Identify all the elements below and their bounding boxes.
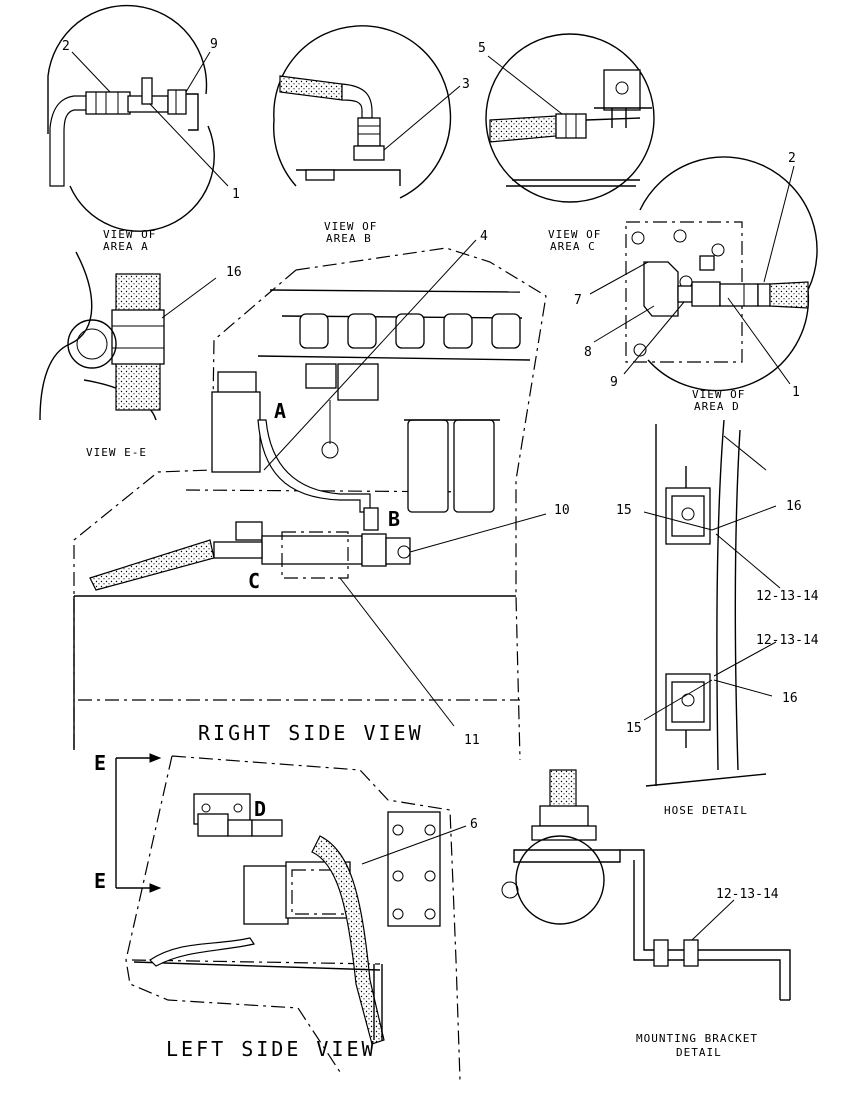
- callout-r-16: 16: [226, 265, 242, 280]
- right-side-view: A B C 4 10 11 RIGHT SIDE VIEW: [73, 229, 570, 761]
- fuel-filter-right: [453, 419, 495, 513]
- view-area-b: 3 VIEW OF AREA B: [272, 25, 470, 245]
- view-area-d-line1: VIEW OF: [692, 388, 745, 401]
- view-area-a-line2: AREA A: [103, 240, 149, 253]
- callout-h-15-bottom: 15: [626, 721, 642, 736]
- callout-h-121314-top: 12-13-14: [756, 589, 819, 604]
- injector-row: [299, 313, 521, 349]
- area-b-fitting: [357, 117, 381, 147]
- mounting-bracket-detail: 12-13-14 MOUNTING BRACKET DETAIL: [501, 769, 791, 1059]
- callout-d-7: 7: [574, 293, 582, 308]
- hose-detail: 15 16 12-13-14 12-13-14 16 15 HOSE DETAI…: [616, 419, 819, 817]
- view-area-c-line2: AREA C: [550, 240, 596, 253]
- area-letter-a: A: [274, 399, 286, 423]
- section-letter-e-top: E: [94, 751, 106, 775]
- callout-h-15-top: 15: [616, 503, 632, 518]
- callout-m-121314: 12-13-14: [716, 887, 779, 902]
- area-a-connector: [85, 91, 131, 115]
- left-frame-bracket: [387, 811, 441, 927]
- view-e-e: 16 VIEW E-E: [39, 251, 242, 459]
- view-area-a-line1: VIEW OF: [103, 228, 156, 241]
- mounting-bracket-caption-line1: MOUNTING BRACKET: [636, 1032, 758, 1045]
- callout-l-6: 6: [470, 817, 478, 832]
- view-area-a: 2 9 1 VIEW OF AREA A: [47, 4, 240, 253]
- callout-h-16-top: 16: [786, 499, 802, 514]
- hose-detail-caption: HOSE DETAIL: [664, 804, 748, 817]
- view-ee-caption: VIEW E-E: [86, 446, 147, 459]
- callout-d-1: 1: [792, 385, 800, 400]
- callout-d-8: 8: [584, 345, 592, 360]
- callout-d-2: 2: [788, 151, 796, 166]
- area-d-elbow: [643, 261, 679, 317]
- mounting-bracket-caption-line2: DETAIL: [676, 1046, 722, 1059]
- callout-h-121314-bottom: 12-13-14: [756, 633, 819, 648]
- area-d-fitting: [719, 283, 759, 307]
- callout-a-2: 2: [62, 39, 70, 54]
- section-letter-e-bottom: E: [94, 869, 106, 893]
- callout-c-5: 5: [478, 41, 486, 56]
- view-area-b-line2: AREA B: [326, 232, 372, 245]
- callout-a-1: 1: [232, 187, 240, 202]
- callout-h-16-bottom: 16: [782, 691, 798, 706]
- callout-r-11: 11: [464, 733, 480, 748]
- view-area-d-line2: AREA D: [694, 400, 740, 413]
- callout-r-10: 10: [554, 503, 570, 518]
- left-side-view-caption: LEFT SIDE VIEW: [166, 1037, 377, 1061]
- callout-a-9: 9: [210, 37, 218, 52]
- callout-d-9: 9: [610, 375, 618, 390]
- callout-r-4: 4: [480, 229, 488, 244]
- left-side-view: E E D 6 LEFT SIDE VIEW: [94, 751, 478, 1081]
- view-area-b-line1: VIEW OF: [324, 220, 377, 233]
- area-letter-c: C: [248, 569, 260, 593]
- right-side-view-caption: RIGHT SIDE VIEW: [198, 721, 424, 745]
- view-area-c-line1: VIEW OF: [548, 228, 601, 241]
- area-c-circle: [485, 33, 655, 203]
- fuel-filter-left: [407, 419, 449, 513]
- area-letter-d: D: [254, 797, 266, 821]
- bracket-hose-circle: [515, 835, 605, 925]
- view-area-d: 2 7 8 9 1 VIEW OF AREA D: [574, 151, 818, 413]
- area-c-fitting: [555, 113, 587, 139]
- view-ee-clamp: [111, 309, 165, 365]
- area-letter-b: B: [388, 507, 400, 531]
- view-area-c: 5 VIEW OF AREA C: [478, 33, 655, 253]
- heater-body: [261, 535, 363, 565]
- callout-b-3: 3: [462, 77, 470, 92]
- left-heater-end: [243, 865, 289, 925]
